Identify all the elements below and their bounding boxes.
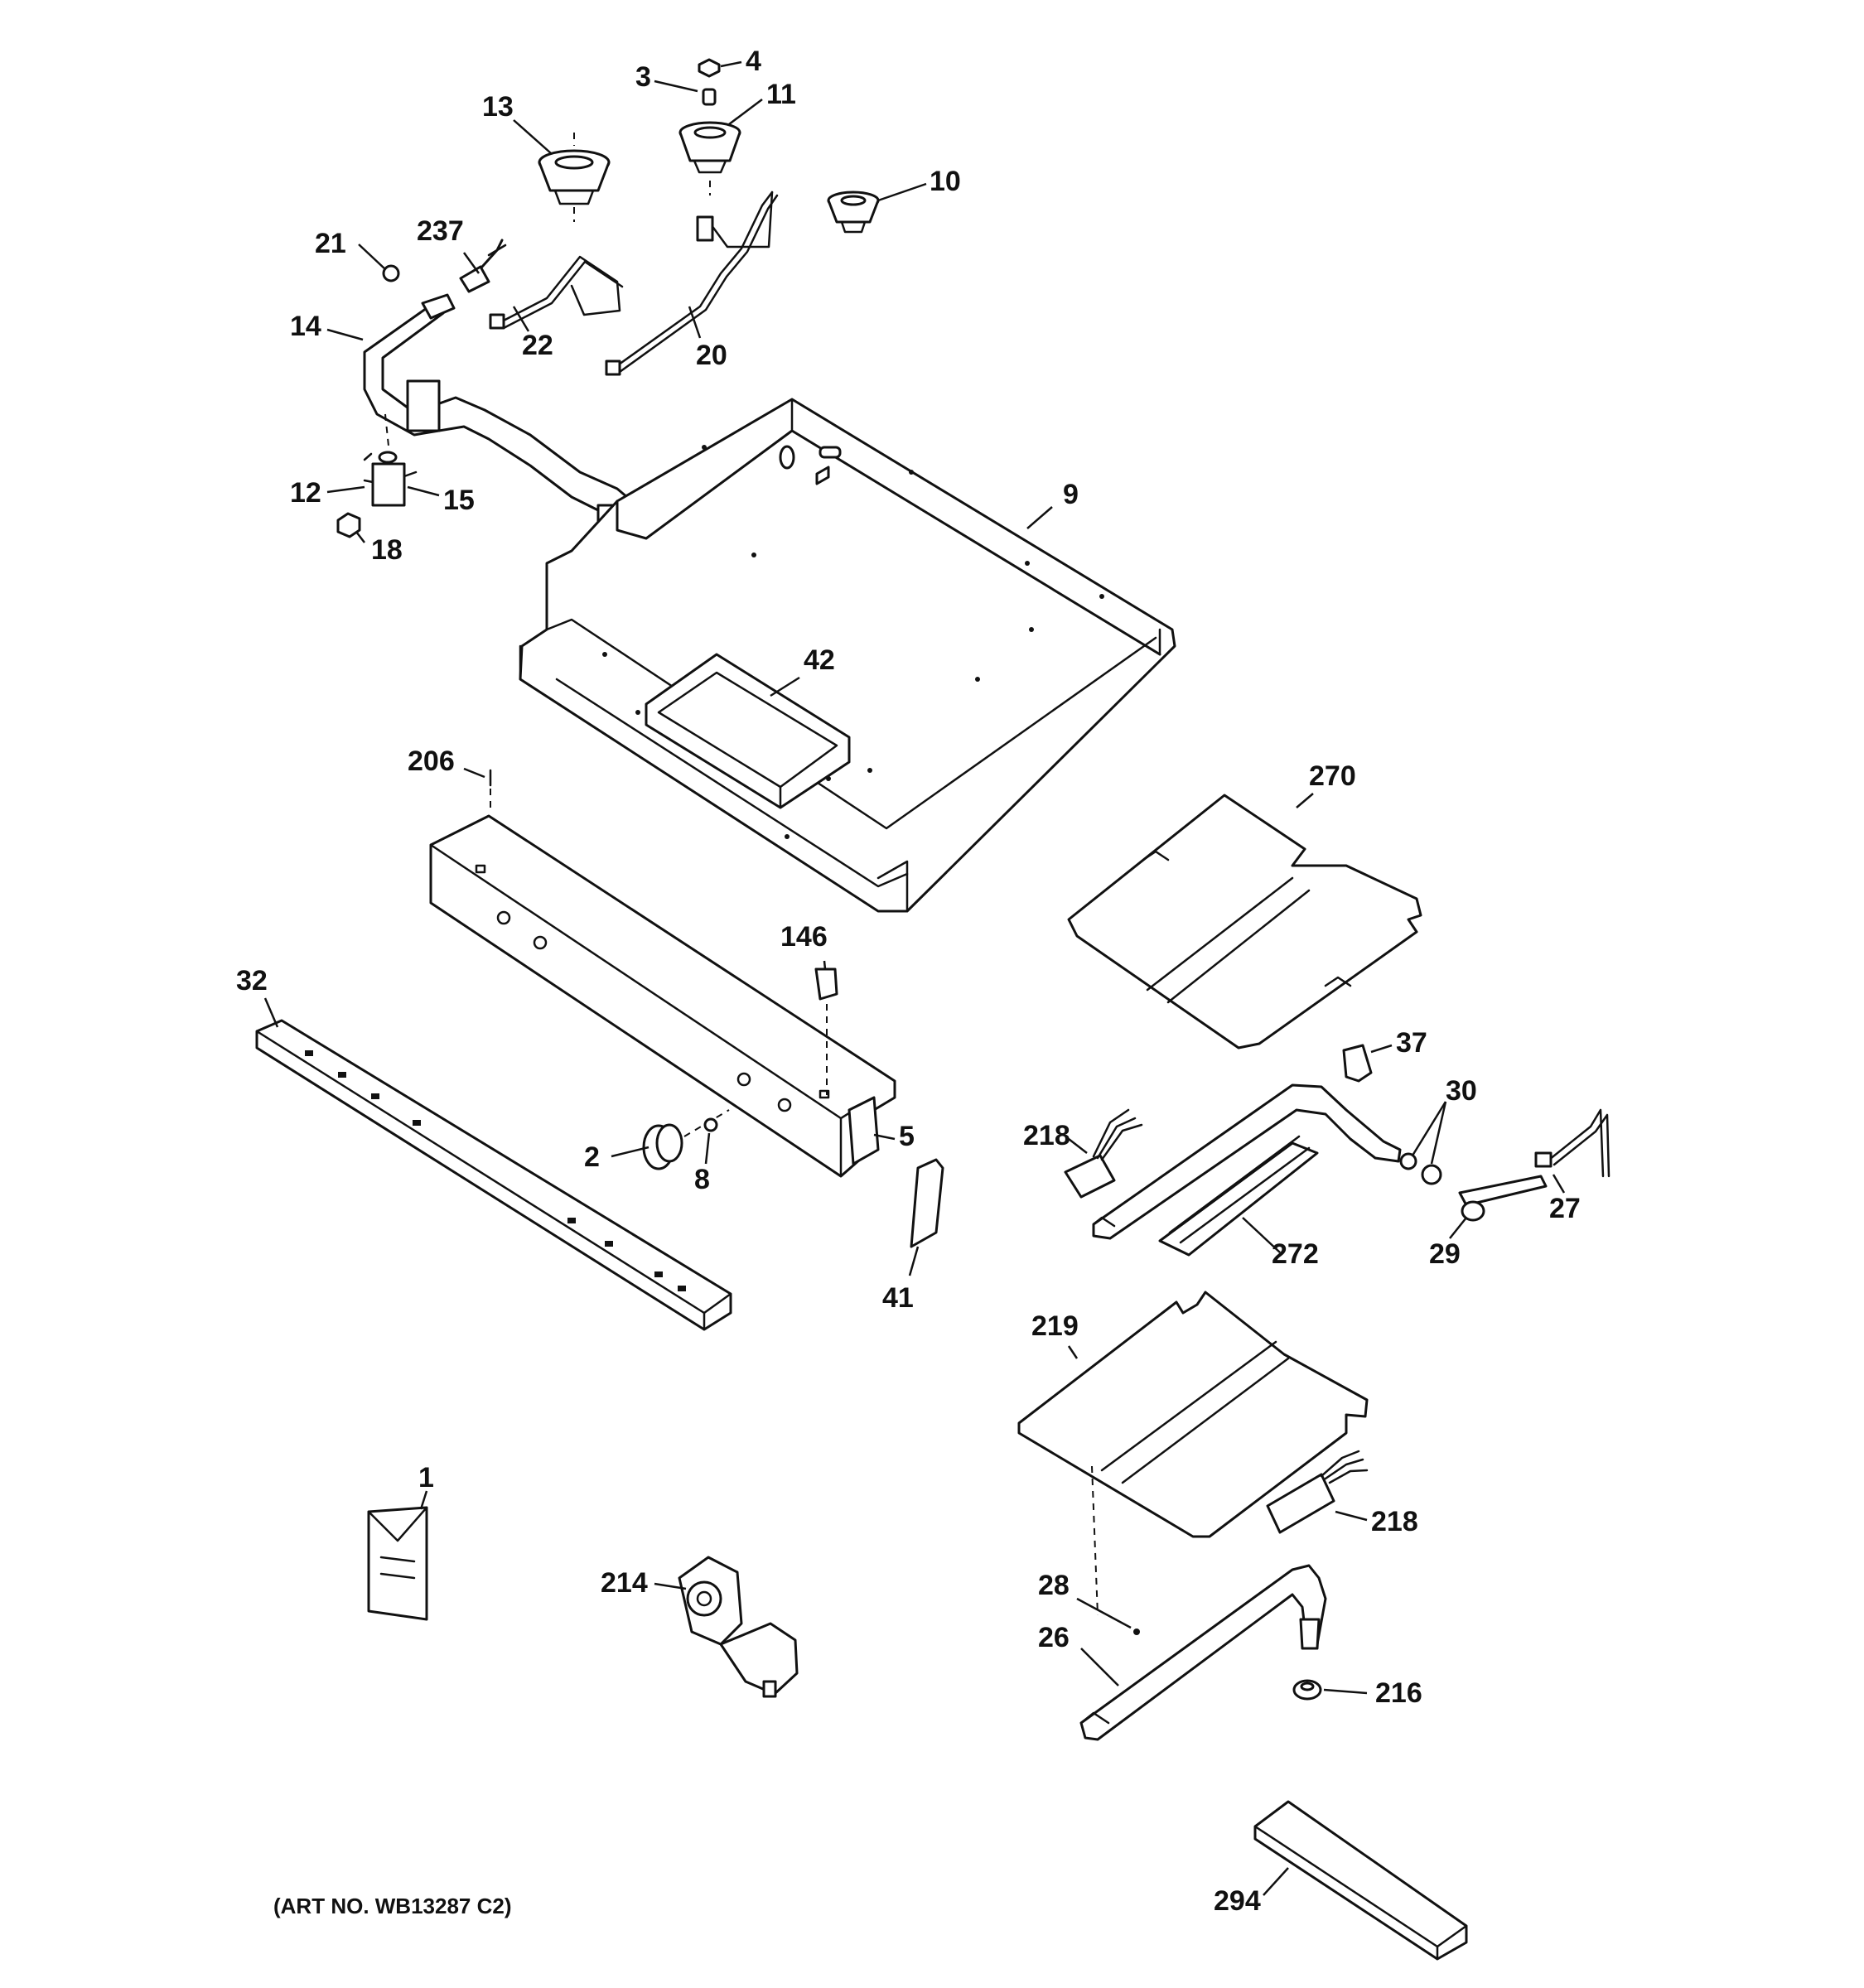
callout-10: 10 [930, 166, 961, 197]
callout-26: 26 [1038, 1622, 1070, 1653]
callout-294: 294 [1214, 1885, 1261, 1917]
burner-tube-26 [1079, 1564, 1327, 1741]
callout-214: 214 [601, 1567, 648, 1599]
callout-42: 42 [804, 644, 835, 676]
burner-head-13 [538, 133, 611, 222]
nut-4 [698, 58, 721, 78]
art-number: (ART NO. WB13287 C2) [273, 1894, 512, 1918]
gas-line-27 [1534, 1108, 1610, 1178]
callout-14: 14 [290, 311, 321, 342]
callout-30: 30 [1446, 1075, 1477, 1107]
nut-18 [336, 512, 361, 538]
callout-27: 27 [1549, 1193, 1581, 1224]
wire-harness-218-lower [1266, 1450, 1369, 1534]
screw-21 [382, 264, 400, 282]
callout-216: 216 [1375, 1677, 1422, 1709]
callout-8: 8 [694, 1164, 710, 1195]
gas-valve-214 [678, 1556, 799, 1698]
wire-harness-218-upper [1064, 1108, 1143, 1199]
burner-tube-upper [1092, 1083, 1402, 1240]
callout-28: 28 [1038, 1570, 1070, 1601]
screw-8 [703, 1117, 718, 1132]
callout-206: 206 [408, 746, 455, 777]
baffle-219 [1017, 1291, 1369, 1616]
gas-tube-20 [605, 191, 779, 376]
callout-labels: 3 4 11 13 10 21 237 14 22 20 12 15 18 9 … [236, 46, 1581, 1917]
callout-237: 237 [417, 215, 464, 247]
callout-12: 12 [290, 477, 321, 509]
baffle-270 [1067, 794, 1422, 1049]
callout-22: 22 [522, 330, 553, 361]
callout-13: 13 [482, 91, 514, 123]
screw-28 [1133, 1629, 1140, 1635]
callout-3: 3 [635, 61, 651, 93]
valve-bracket-12-15 [363, 413, 418, 507]
callout-11: 11 [766, 79, 796, 110]
callout-218-upper: 218 [1023, 1120, 1070, 1151]
literature-packet-1 [367, 1506, 428, 1621]
callout-41: 41 [882, 1282, 914, 1314]
clip-146 [814, 967, 838, 1095]
callout-1: 1 [418, 1462, 434, 1493]
pipe-fitting-237 [459, 239, 507, 293]
clips-30 [1399, 1152, 1442, 1185]
heat-shield-272 [1158, 1135, 1319, 1257]
callout-9: 9 [1063, 479, 1079, 510]
callout-37: 37 [1396, 1027, 1427, 1059]
callout-218-lower: 218 [1371, 1506, 1418, 1537]
callout-20: 20 [696, 340, 727, 371]
callout-5: 5 [899, 1121, 915, 1152]
burner-box-9 [519, 398, 1176, 913]
gas-tube-22 [489, 255, 624, 330]
end-cap-41 [910, 1158, 944, 1248]
callout-146: 146 [780, 921, 828, 953]
knob-2 [642, 1109, 730, 1170]
cover-plate-42 [645, 653, 851, 809]
callout-272: 272 [1272, 1238, 1319, 1270]
callout-29: 29 [1429, 1238, 1461, 1270]
callout-219: 219 [1031, 1310, 1079, 1342]
deflector-294 [1253, 1800, 1468, 1961]
igniter-29 [1458, 1175, 1548, 1222]
burner-head-10 [827, 191, 880, 234]
callout-21: 21 [315, 228, 346, 259]
callout-270: 270 [1309, 760, 1356, 792]
callout-32: 32 [236, 965, 268, 996]
box-holes [602, 445, 1104, 839]
trim-strip-32 [255, 1019, 732, 1331]
burner-head-11 [678, 121, 741, 195]
clip-37 [1342, 1044, 1373, 1083]
nut-216 [1292, 1679, 1322, 1701]
callout-18: 18 [371, 534, 403, 566]
leader-lines [263, 60, 1566, 1896]
callout-2: 2 [584, 1141, 600, 1173]
callout-15: 15 [443, 485, 475, 516]
callout-4: 4 [746, 46, 761, 77]
manifold-panel-5 [429, 814, 896, 1178]
orifice-3 [702, 88, 717, 106]
